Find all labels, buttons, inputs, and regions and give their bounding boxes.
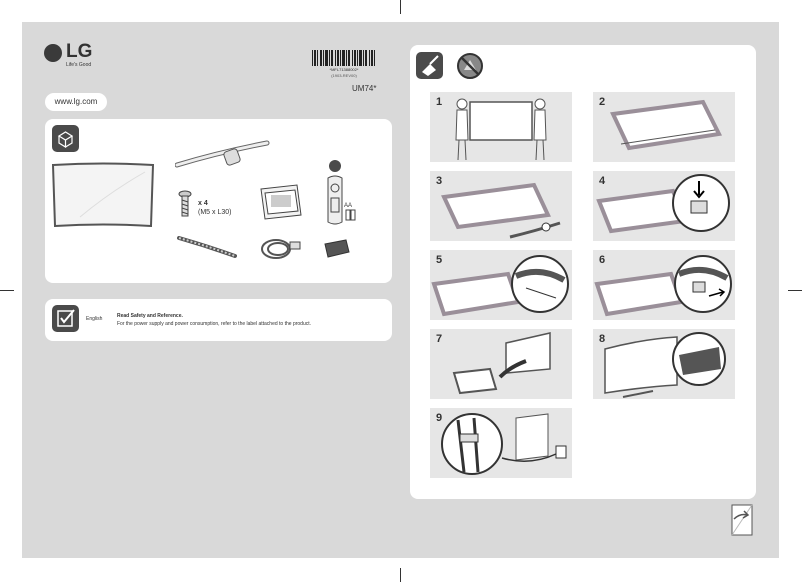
crop-mark-top (400, 0, 401, 14)
step-number: 6 (599, 254, 606, 266)
step-3-illustration (441, 182, 561, 239)
step-1-illustration (455, 98, 547, 161)
crop-mark-right (788, 290, 802, 291)
step-3: 3 (430, 171, 572, 241)
step-number: 9 (436, 412, 443, 424)
barcode-rev: (1903-REV00) (331, 73, 357, 78)
step-number: 7 (436, 333, 443, 345)
barcode-code: *MFL71388002* (329, 67, 359, 72)
power-note: For the power supply and power consumpti… (117, 321, 312, 327)
brand-tagline: Life's Good (66, 62, 92, 68)
step-7: 7 (430, 329, 572, 399)
step-2: 2 (593, 92, 735, 162)
step-number: 5 (436, 254, 443, 266)
battery-label: AA (344, 203, 353, 209)
step-number: 3 (436, 175, 443, 187)
step-5-illustration (431, 255, 569, 317)
no-liquid-icon (457, 53, 483, 79)
step-9: 9 (430, 408, 572, 478)
step-6-illustration (594, 255, 732, 317)
lg-logo-icon (44, 44, 62, 62)
step-2-illustration (610, 99, 723, 151)
safety-panel (45, 299, 392, 341)
remote-icon (327, 160, 356, 225)
step-4-illustration (596, 174, 730, 234)
cleaning-cloth-icon (416, 52, 443, 79)
screw-quantity: x 4 (198, 200, 208, 207)
page-turn-icon (731, 504, 753, 536)
website-link[interactable]: www.lg.com (45, 93, 107, 111)
crop-mark-bottom (400, 568, 401, 582)
box-icon (52, 125, 79, 152)
step-7-illustration (452, 332, 551, 395)
safety-read-title: Read Safety and Reference. (117, 313, 183, 319)
crop-mark-left (0, 290, 14, 291)
step-9-illustration (441, 413, 567, 475)
manual-icon (260, 184, 302, 220)
cable-holder-icon (177, 236, 237, 258)
step-4: 4 (593, 171, 735, 241)
screw-size: (M5 x L30) (198, 209, 232, 216)
language-label: English (86, 316, 103, 322)
step-8: 8 (593, 329, 735, 399)
stand-icon (175, 140, 270, 168)
checklist-icon (52, 305, 79, 332)
step-number: 1 (436, 96, 443, 108)
step-number: 4 (599, 175, 606, 187)
step-number: 8 (599, 333, 606, 345)
brand-logo: LG (66, 41, 93, 62)
screw-icon (178, 190, 192, 217)
tv-illustration (51, 162, 155, 228)
barcode-icon (312, 50, 375, 66)
step-1: 1 (430, 92, 572, 162)
power-cord-icon (261, 239, 301, 259)
step-number: 2 (599, 96, 606, 108)
model-number: UM74* (352, 84, 377, 93)
step-6: 6 (593, 250, 735, 320)
step-5: 5 (430, 250, 572, 320)
cover-icon (324, 239, 350, 258)
step-8-illustration (604, 332, 726, 398)
